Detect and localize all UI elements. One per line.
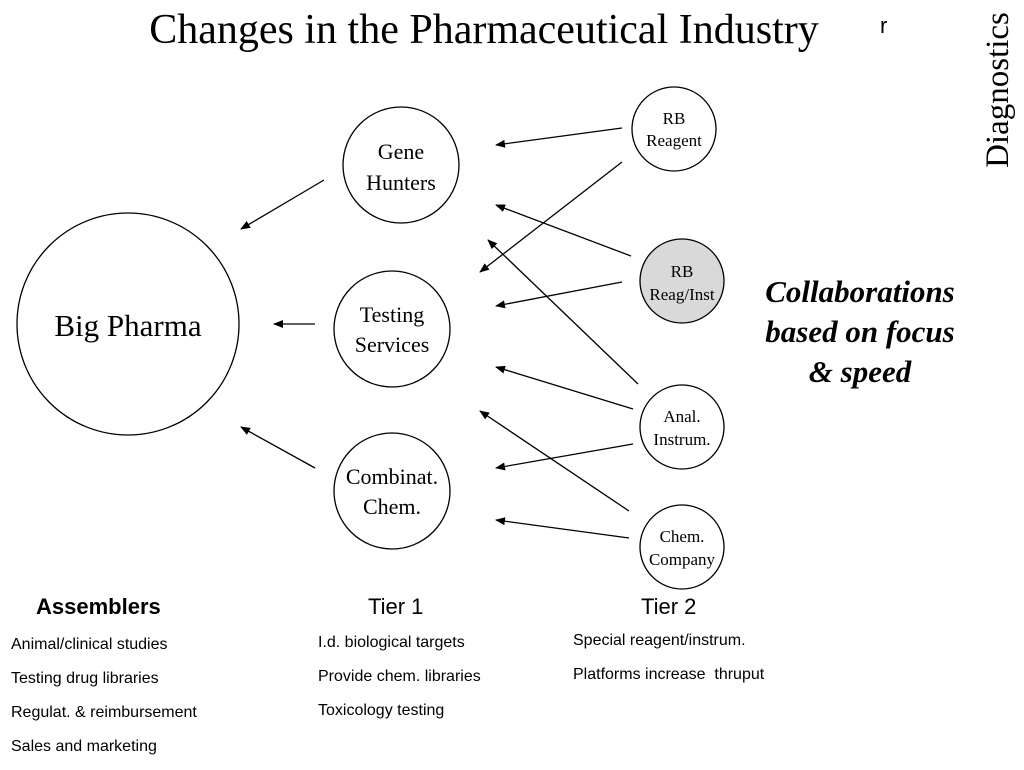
node-rb-reag-inst-line-2: Reag/Inst bbox=[649, 285, 714, 304]
title-stray-mark: r bbox=[880, 13, 888, 38]
collaborations-line-2: based on focus bbox=[765, 314, 955, 349]
tier1-heading: Tier 1 bbox=[368, 594, 424, 619]
node-combinat-chem: Combinat. Chem. bbox=[333, 432, 451, 550]
list-item: I.d. biological targets bbox=[318, 634, 465, 651]
node-chem-company-circle bbox=[639, 504, 725, 590]
arrows bbox=[240, 127, 639, 539]
list-item: Animal/clinical studies bbox=[11, 636, 168, 653]
node-rb-reag-inst: RB Reag/Inst bbox=[639, 238, 725, 324]
node-chem-company-line-1: Chem. bbox=[660, 527, 705, 546]
arrow-anal-instrum-to-combinat-chem bbox=[495, 443, 634, 471]
node-rb-reagent-line-1: RB bbox=[663, 109, 686, 128]
node-chem-company: Chem. Company bbox=[639, 504, 725, 590]
tier2-list: Special reagent/instrum. Platforms incre… bbox=[573, 630, 764, 698]
node-big-pharma-label: Big Pharma bbox=[54, 308, 201, 343]
arrow-anal-instrum-to-gene-hunters bbox=[487, 239, 639, 385]
node-gene-hunters: Gene Hunters bbox=[342, 106, 460, 224]
node-gene-hunters-line-2: Hunters bbox=[366, 170, 436, 195]
list-item: Testing drug libraries bbox=[11, 670, 159, 687]
node-anal-instrum-line-1: Anal. bbox=[663, 407, 700, 426]
node-combinat-chem-line-1: Combinat. bbox=[346, 464, 438, 489]
list-item: Platforms increase thruput bbox=[573, 666, 765, 683]
node-chem-company-line-2: Company bbox=[649, 550, 716, 569]
arrow-rb-reagent-to-testing-services bbox=[479, 161, 623, 273]
list-item: Toxicology testing bbox=[318, 702, 445, 719]
node-big-pharma-circle bbox=[16, 212, 240, 436]
assemblers-list: Animal/clinical studies Testing drug lib… bbox=[11, 634, 197, 770]
arrow-rb-reag-inst-to-gene-hunters bbox=[495, 204, 632, 257]
list-item: Special reagent/instrum. bbox=[573, 632, 746, 649]
arrow-gene-hunters-to-big-pharma bbox=[240, 179, 325, 230]
list-item: Provide chem. libraries bbox=[318, 668, 481, 685]
node-testing-services: Testing Services bbox=[333, 270, 451, 388]
tier2-heading: Tier 2 bbox=[641, 594, 697, 619]
node-gene-hunters-circle bbox=[342, 106, 460, 224]
arrow-rb-reag-inst-to-testing-services bbox=[495, 281, 623, 309]
collaborations-callout: Collaborations based on focus & speed bbox=[740, 272, 980, 392]
list-item: Regulat. & reimbursement bbox=[11, 704, 197, 721]
node-anal-instrum: Anal. Instrum. bbox=[639, 384, 725, 470]
node-anal-instrum-circle bbox=[639, 384, 725, 470]
node-testing-services-circle bbox=[333, 270, 451, 388]
node-big-pharma: Big Pharma bbox=[16, 212, 240, 436]
node-rb-reag-inst-circle bbox=[639, 238, 725, 324]
arrow-anal-instrum-to-testing-services bbox=[495, 365, 634, 410]
page-title: Changes in the Pharmaceutical Industry bbox=[149, 7, 819, 53]
node-testing-services-line-1: Testing bbox=[360, 302, 424, 327]
arrow-chem-company-to-testing-services bbox=[479, 410, 630, 512]
collaborations-line-1: Collaborations bbox=[765, 274, 955, 309]
arrow-chem-company-to-combinat-chem bbox=[495, 517, 630, 539]
node-testing-services-line-2: Services bbox=[355, 332, 430, 357]
node-rb-reagent-line-2: Reagent bbox=[646, 131, 702, 150]
list-item: Sales and marketing bbox=[11, 738, 157, 755]
node-rb-reagent: RB Reagent bbox=[631, 86, 717, 172]
node-anal-instrum-line-2: Instrum. bbox=[653, 430, 710, 449]
tier1-list: I.d. biological targets Provide chem. li… bbox=[318, 632, 481, 734]
node-combinat-chem-line-2: Chem. bbox=[363, 494, 421, 519]
node-combinat-chem-circle bbox=[333, 432, 451, 550]
node-rb-reag-inst-line-1: RB bbox=[671, 262, 694, 281]
collaborations-line-3: & speed bbox=[808, 354, 912, 389]
node-rb-reagent-circle bbox=[631, 86, 717, 172]
assemblers-heading: Assemblers bbox=[36, 594, 161, 619]
arrow-combinat-chem-to-big-pharma bbox=[240, 426, 316, 469]
arrow-rb-reagent-to-gene-hunters bbox=[495, 127, 623, 148]
node-gene-hunters-line-1: Gene bbox=[378, 139, 424, 164]
